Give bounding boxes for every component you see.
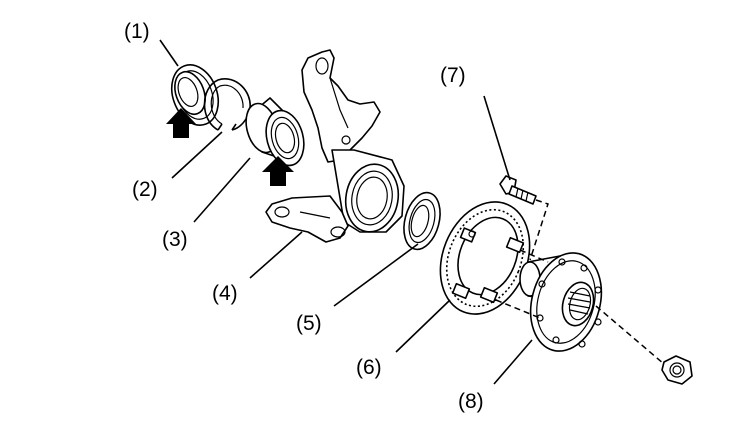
- nut-assembly-line: [595, 305, 665, 365]
- callout-4: (4): [212, 282, 238, 305]
- callout-8: (8): [458, 390, 484, 413]
- leader-lines: [159, 39, 533, 385]
- callout-5: (5): [296, 312, 322, 335]
- callout-2: (2): [132, 178, 158, 201]
- part-6-sensor-rotor: [439, 201, 531, 315]
- part-8-wheel-hub: [519, 252, 603, 352]
- press-direction-arrow-2: [262, 156, 294, 186]
- part-7-bolt: [499, 175, 537, 205]
- bolt-assembly-line: [529, 199, 549, 261]
- callout-6: (6): [356, 356, 382, 379]
- part-2-snap-ring: [203, 78, 251, 131]
- rotor-hub-assembly-line: [519, 249, 549, 263]
- part-4-steering-knuckle: [265, 49, 405, 243]
- callout-7: (7): [440, 64, 466, 87]
- rotor-hub-assembly-line-lower: [495, 299, 541, 319]
- hub-nut: [661, 355, 693, 385]
- part-3-bearing: [245, 97, 305, 167]
- press-direction-arrow-1: [166, 108, 196, 138]
- part-5-dust-seal: [403, 191, 441, 251]
- part-1-oil-seal: [170, 64, 220, 126]
- callout-3: (3): [162, 228, 188, 251]
- callout-1: (1): [124, 20, 150, 43]
